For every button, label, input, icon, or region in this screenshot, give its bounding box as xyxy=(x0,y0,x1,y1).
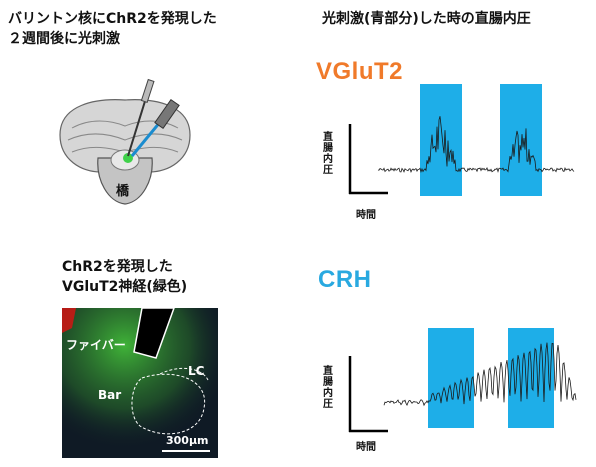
caption-mid-left-line1: ChR2を発現した xyxy=(62,259,173,275)
bar-label: Bar xyxy=(98,388,122,402)
vglut2-pressure-trace xyxy=(377,116,575,173)
brainstem-drawing xyxy=(59,78,191,205)
lc-label: LC xyxy=(188,364,205,378)
vglut2-trace-svg xyxy=(348,84,575,196)
caption-mid-left-line2: VGluT2神経(緑色) xyxy=(62,279,188,295)
caption-top-right: 光刺激(青部分)した時の直腸内圧 xyxy=(322,11,531,27)
vglut2-ylabel: 直腸内圧 xyxy=(323,132,333,176)
crh-ylabel: 直腸内圧 xyxy=(323,366,333,410)
vglut2-title: VGluT2 xyxy=(316,58,404,85)
vglut2-trace-panel: 直腸内圧 時間 xyxy=(318,82,588,222)
fluorescence-micrograph: ファイバー LC Bar 300μm xyxy=(62,308,218,458)
crh-xlabel: 時間 xyxy=(356,442,376,453)
fiber-label: ファイバー xyxy=(66,338,126,352)
scale-bar-label: 300μm xyxy=(166,434,209,447)
caption-top-left-line1: バリントン核にChR2を発現した xyxy=(8,11,217,27)
vglut2-stim-bar-2 xyxy=(500,84,542,196)
micrograph-drawing xyxy=(62,308,218,458)
vglut2-stim-bar-1 xyxy=(420,84,462,196)
crh-title: CRH xyxy=(318,266,372,293)
pons-label: 橋 xyxy=(116,184,130,199)
crh-pressure-trace xyxy=(383,342,577,407)
crh-stim-bar-1 xyxy=(428,328,474,428)
crh-trace-panel: 直腸内圧 時間 xyxy=(318,326,588,464)
crh-trace-svg xyxy=(348,328,577,433)
brainstem-diagram: 橋 xyxy=(50,78,200,210)
vglut2-xlabel: 時間 xyxy=(356,210,376,221)
caption-top-left-line2: ２週間後に光刺激 xyxy=(8,31,120,47)
